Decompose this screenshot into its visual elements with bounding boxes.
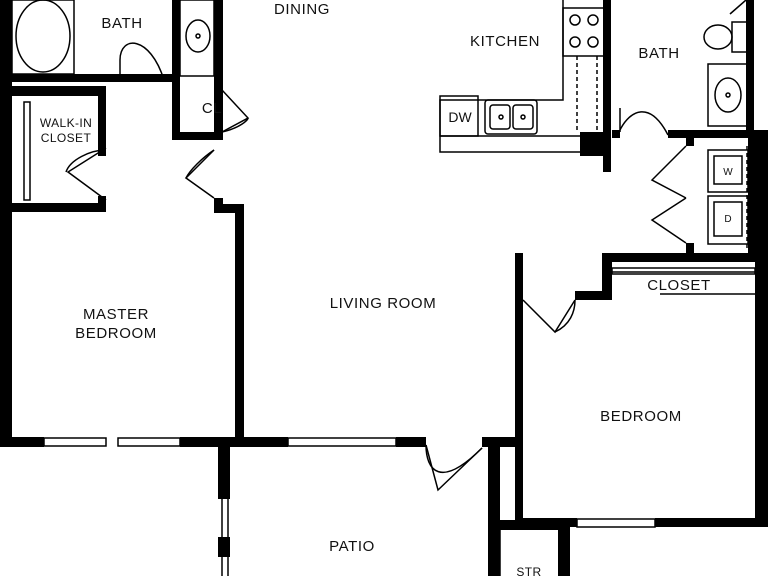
bath-top-left-label: BATH bbox=[101, 15, 142, 32]
closet-cl-label: CL bbox=[202, 100, 222, 117]
kitchen-label: KITCHEN bbox=[470, 33, 540, 50]
storage-label: STR bbox=[516, 565, 541, 576]
master-bedroom-label-line2: BEDROOM bbox=[75, 325, 157, 342]
bedroom-closet-label: CLOSET bbox=[647, 277, 711, 294]
bedroom-label: BEDROOM bbox=[600, 408, 682, 425]
living-room-label: LIVING ROOM bbox=[330, 295, 437, 312]
dining-label: DINING bbox=[274, 1, 330, 18]
washer-label: W bbox=[723, 167, 733, 178]
walk-in-closet-label-line2: CLOSET bbox=[41, 131, 92, 145]
fixtures-lines bbox=[11, 0, 756, 576]
master-bedroom-label-line1: MASTER bbox=[83, 306, 149, 323]
walk-in-closet-label-line1: WALK-IN bbox=[40, 116, 92, 130]
dryer-label: D bbox=[724, 214, 731, 225]
patio-label: PATIO bbox=[329, 538, 375, 555]
bath-top-right-label: BATH bbox=[638, 45, 679, 62]
dishwasher-label: DW bbox=[448, 109, 472, 125]
